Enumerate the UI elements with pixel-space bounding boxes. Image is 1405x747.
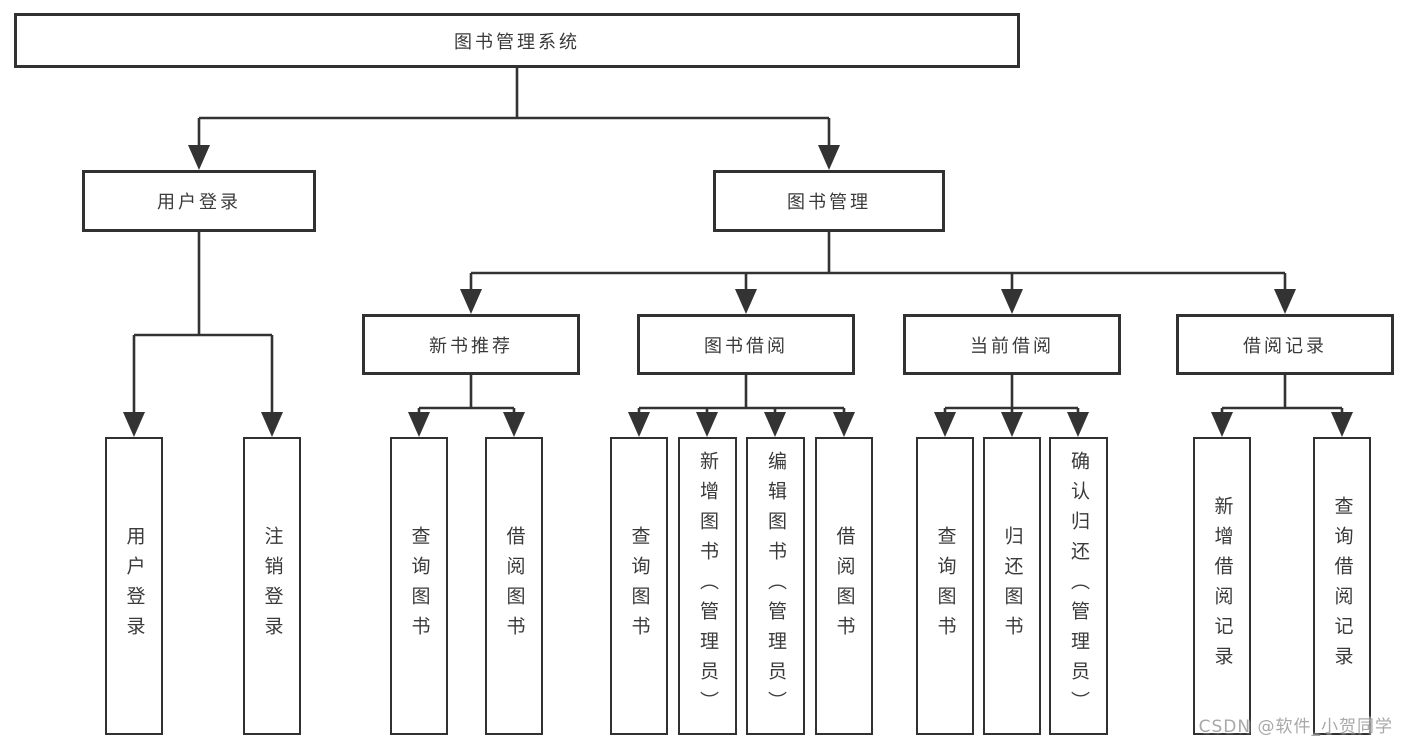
connector-new-book [417,374,516,414]
leaf-logout: 注销登录 [243,437,301,735]
node-borrowing-records: 借阅记录 [1176,314,1394,375]
arrowheads [123,145,1353,437]
leaf-borrow-books-recommend: 借阅图书 [485,437,543,735]
leaf-label: 借阅图书 [833,526,856,646]
leaf-label: 查询图书 [934,526,957,646]
csdn-watermark: CSDN @软件_小贺同学 [1198,717,1393,737]
node-current-borrowing: 当前借阅 [903,314,1121,375]
node-label: 用户登录 [157,192,241,213]
leaf-label: 确认归还（管理员） [1068,451,1090,721]
leaf-label: 编辑图书（管理员） [765,451,787,721]
node-label: 当前借阅 [970,335,1054,357]
leaf-label: 用户登录 [123,526,146,646]
leaf-label: 新增图书（管理员） [697,451,719,721]
leaf-query-books-current: 查询图书 [916,437,974,735]
connector-book-management [469,232,1287,291]
node-new-book-recommend: 新书推荐 [362,314,580,375]
leaf-add-borrow-record: 新增借阅记录 [1193,437,1251,735]
leaf-label: 借阅图书 [503,526,526,646]
leaf-label: 注销登录 [261,526,284,646]
node-book-borrowing: 图书借阅 [637,314,855,375]
node-label: 图书管理系统 [454,31,580,53]
connector-user-login [132,232,274,414]
leaf-user-login: 用户登录 [105,437,163,735]
connector-root [197,68,831,147]
leaf-borrow-books: 借阅图书 [815,437,873,735]
leaf-label: 查询图书 [408,526,431,646]
node-label: 图书管理 [787,192,871,213]
leaf-query-books-borrowing: 查询图书 [610,437,668,735]
leaf-add-book-admin: 新增图书（管理员） [678,437,737,735]
leaf-label: 查询借阅记录 [1331,496,1354,676]
node-book-management: 图书管理 [713,170,945,232]
leaf-label: 归还图书 [1001,526,1024,646]
leaf-edit-book-admin: 编辑图书（管理员） [746,437,805,735]
leaf-query-books-recommend: 查询图书 [390,437,448,735]
leaf-return-books: 归还图书 [983,437,1041,735]
node-label: 借阅记录 [1243,335,1327,357]
connector-borrowing-records [1220,374,1344,414]
node-label: 新书推荐 [429,335,513,357]
connector-current-borrowing [943,374,1080,414]
leaf-confirm-return-admin: 确认归还（管理员） [1049,437,1108,735]
node-library-management-system: 图书管理系统 [14,13,1020,68]
node-user-login: 用户登录 [82,170,316,232]
node-label: 图书借阅 [704,335,788,357]
leaf-query-borrow-record: 查询借阅记录 [1313,437,1371,735]
leaf-label: 新增借阅记录 [1211,496,1234,676]
connector-book-borrowing [637,374,846,414]
leaf-label: 查询图书 [628,526,651,646]
